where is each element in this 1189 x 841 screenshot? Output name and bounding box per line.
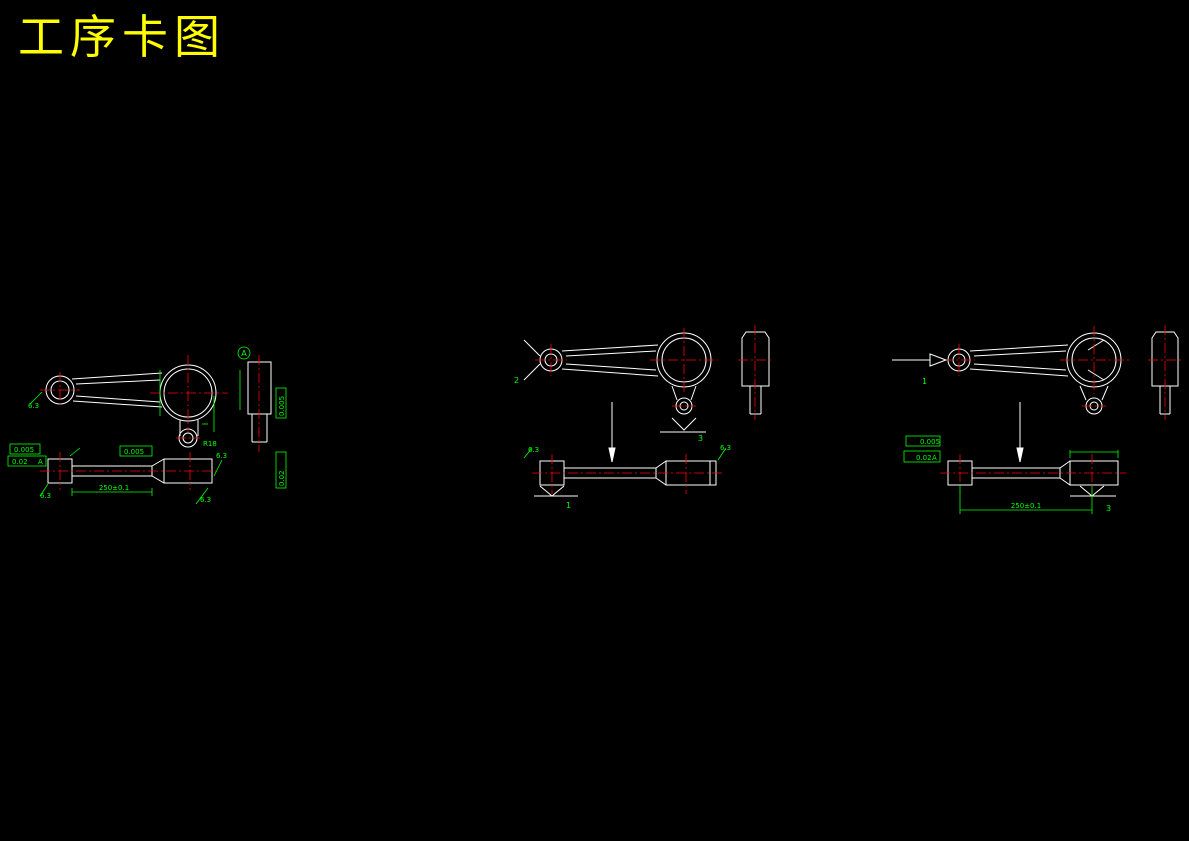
locator-label-3: 3 (698, 434, 703, 443)
side-view-boss (749, 386, 762, 415)
width-dimension-line (1069, 450, 1119, 458)
locator-v-small (523, 339, 541, 381)
stage-2-centerlines (535, 328, 718, 407)
side-fcf-flatness-value: 0.005 (278, 396, 286, 416)
roughness-leaders (29, 391, 223, 505)
locator-v-boss (660, 417, 706, 433)
boss-sides (671, 385, 697, 401)
length-dimension-line (71, 488, 153, 496)
rod-shank (71, 372, 163, 408)
fcf-flatness-2-value: 0.005 (124, 448, 144, 456)
length-dimension-line (959, 484, 1093, 514)
clamp-arrow-head (608, 447, 616, 463)
front-taper (655, 460, 667, 486)
stage-1-centerlines (40, 355, 228, 439)
roughness-right: 6.3 (720, 444, 731, 452)
fcf-parallel-value: 0.02 (12, 458, 28, 466)
radius-label: R18 (203, 440, 217, 448)
datum-marker (237, 346, 251, 360)
push-label-1: 1 (922, 377, 927, 386)
side-fcf-parallel-value: 0.02 (278, 470, 286, 486)
stage-2: 6.3 6.3 1 2 3 (514, 325, 774, 510)
clamp-arrow-head (1016, 447, 1024, 463)
stage-3: 0.005 0.02 A 250±0.1 1 3 (892, 325, 1184, 514)
fcf-parallel-datum: A (38, 458, 43, 466)
stage-1-annotations: A 0.005 0.02 A 0.005 0.005 0.02 6.3 6.3 … (7, 346, 287, 505)
inner-locator-v (1087, 339, 1105, 381)
fcf-flatness-value: 0.005 (14, 446, 34, 454)
locator-support-3 (1070, 485, 1116, 497)
stage-3-top-view (947, 332, 1122, 415)
stage-1-side-view (247, 361, 272, 443)
side-view-body (1151, 331, 1179, 387)
locator-support-1 (534, 485, 578, 497)
side-view-boss (1159, 386, 1171, 415)
support-label-3: 3 (1106, 504, 1111, 513)
roughness-a: 6.3 (28, 402, 39, 410)
stage-2-side-view (741, 331, 770, 415)
stage-1: A 0.005 0.02 A 0.005 0.005 0.02 6.3 6.3 … (7, 346, 287, 505)
fcf-flatness-frame (9, 443, 41, 455)
roughness-c: 6.3 (200, 496, 211, 504)
locator-label-1: 1 (566, 501, 571, 510)
locator-label-2: 2 (514, 376, 519, 385)
rod-shank (969, 344, 1069, 377)
side-view-body (247, 361, 272, 415)
fcf-parallel-frame (903, 450, 941, 463)
roughness-d: 6.3 (216, 452, 227, 460)
side-fcf-parallel-frame (275, 451, 287, 489)
page-title: 工序卡图 (18, 10, 226, 64)
stage-3-fixturing (892, 353, 1116, 497)
front-taper (1059, 460, 1071, 486)
front-taper (151, 458, 165, 484)
fcf-flatness-frame (905, 435, 941, 447)
roughness-b: 6.3 (40, 492, 51, 500)
side-view-body (741, 331, 770, 387)
stage-3-side-view (1151, 331, 1179, 415)
side-fcf-flatness-frame (275, 387, 287, 419)
side-view-boss (251, 414, 268, 443)
fcf-parallel-datum: A (932, 454, 937, 462)
roughness-leaders (523, 447, 727, 461)
stage-1-top-view (45, 364, 217, 448)
stage-2-annotations: 6.3 6.3 1 2 3 (514, 376, 731, 510)
stage-3-centerlines (943, 326, 1130, 407)
datum-label: A (241, 349, 247, 358)
length-dimension-label: 250±0.1 (1011, 502, 1041, 510)
extension-lines (159, 370, 241, 432)
big-end-outer (1066, 332, 1122, 388)
stage-2-fixturing (523, 339, 706, 497)
fcf-flatness-2-frame (119, 445, 153, 457)
length-dimension-label: 250±0.1 (99, 484, 129, 492)
rod-shank (561, 344, 659, 377)
stage-3-annotations: 0.005 0.02 A 250±0.1 1 3 (903, 377, 1119, 514)
boss-sides (1079, 385, 1109, 401)
fcf-parallel-frame (7, 455, 47, 467)
stage-2-top-view (539, 332, 712, 415)
fcf-flatness-value: 0.005 (920, 438, 940, 446)
fcf-parallel-value: 0.02 (916, 454, 932, 462)
roughness-left: 6.3 (528, 446, 539, 454)
push-arrow-head (929, 353, 948, 367)
